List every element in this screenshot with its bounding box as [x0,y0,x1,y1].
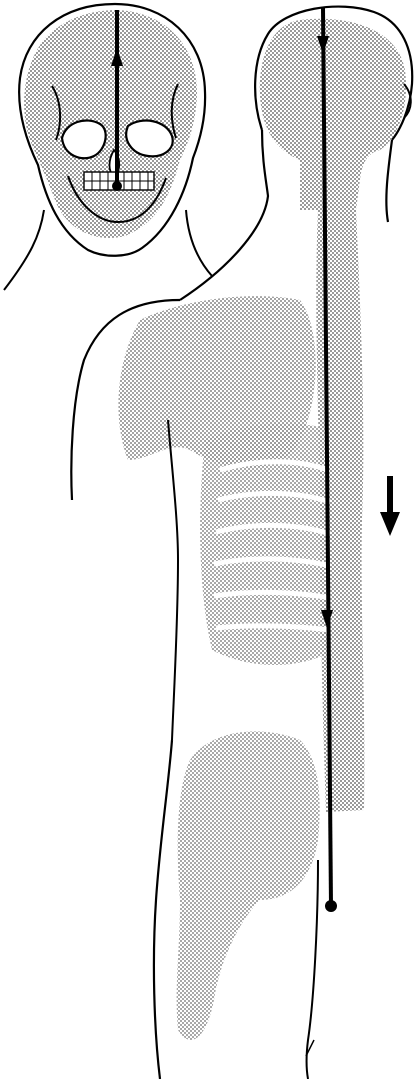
arm-outline [168,420,178,740]
torso-side-outline [154,740,172,1079]
neck-right-line [186,210,212,276]
neck-right-outline [386,140,392,222]
neck-left-line [4,210,44,290]
face-meridian-endpoint [112,181,122,191]
head-back-shading [260,19,406,210]
right-eye-socket [126,121,172,157]
body-meridian-endpoint [325,900,337,912]
direction-down-arrow-icon [380,476,400,536]
face-view [4,4,212,290]
left-eye-socket [62,120,106,158]
leg-inner-outline [307,860,319,1079]
pelvis-shading [177,731,320,1040]
